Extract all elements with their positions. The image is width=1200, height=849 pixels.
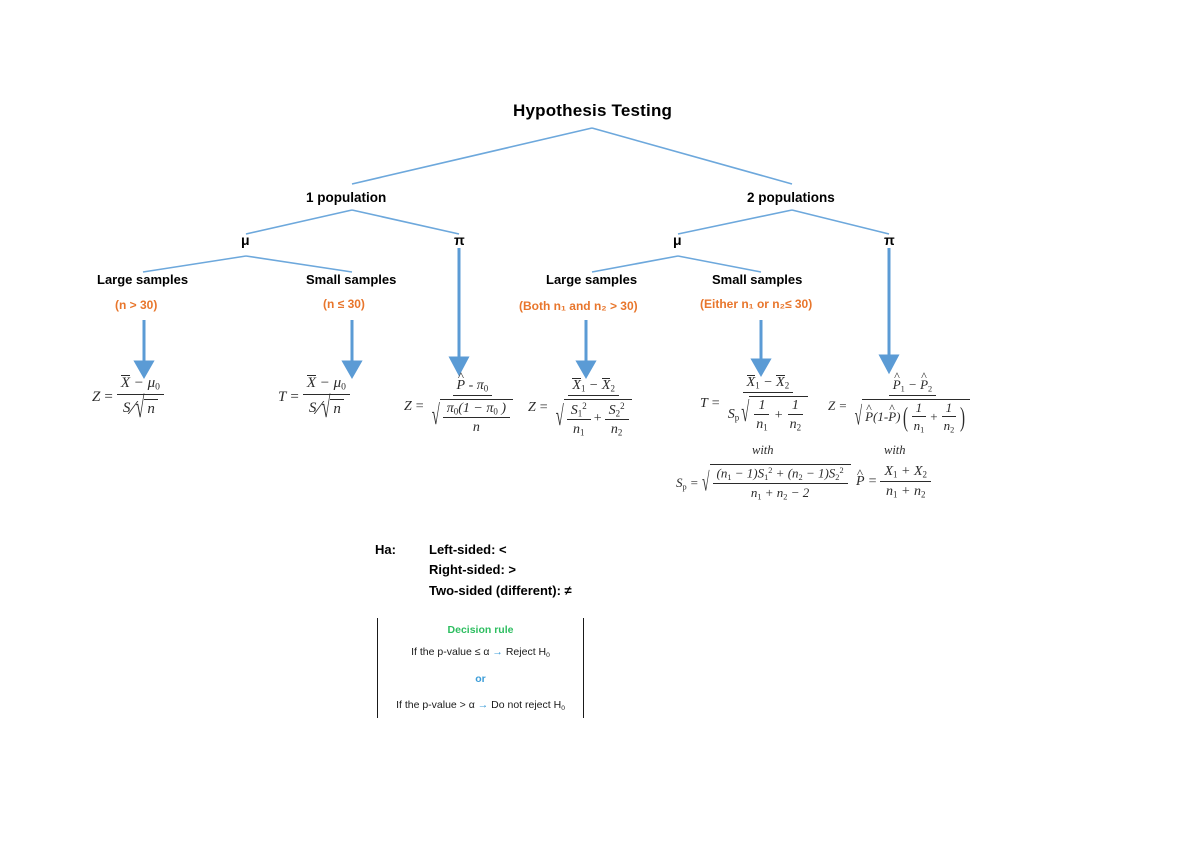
- with-label-pooled-proportion: with: [884, 443, 906, 457]
- ha-right-sided: Right-sided: >: [429, 562, 517, 577]
- condition-small-samples-one: (n ≤ 30): [323, 297, 365, 311]
- ha-two-sided: Two-sided (different): ≠: [429, 583, 572, 598]
- formula-pooled-proportion: P= X1 + X2 n1 + n2: [856, 464, 931, 499]
- node-pi-two-populations: π: [884, 232, 895, 248]
- node-small-samples-two: Small samples: [712, 272, 803, 287]
- arrow-right-icon-2: →: [477, 699, 489, 711]
- arrow-right-icon-1: →: [492, 646, 503, 658]
- decision-rule-title: Decision rule: [447, 624, 514, 636]
- formula-one-proportion: Z= P - π0 √ π0(1 − π0 ) n: [404, 378, 517, 436]
- condition-large-samples-one: (n > 30): [115, 298, 158, 312]
- decision-rule-row-reject: If the p-value ≤ α → Reject H0: [378, 646, 583, 659]
- diagram-title: Hypothesis Testing: [513, 101, 673, 120]
- node-large-samples-one: Large samples: [97, 272, 189, 287]
- node-pi-one-population: π: [454, 232, 465, 248]
- condition-large-samples-two: (Both n₁ and n₂ > 30): [519, 299, 638, 313]
- node-2-populations: 2 populations: [747, 190, 835, 205]
- decision-rule-if-1: If the p-value ≤ α: [411, 646, 490, 658]
- decision-rule-if-2: If the p-value > α: [396, 699, 475, 711]
- with-label-pooled-sd: with: [752, 443, 774, 457]
- node-mu-two-populations: μ: [673, 232, 682, 248]
- node-large-samples-two: Large samples: [546, 272, 638, 287]
- node-small-samples-one: Small samples: [306, 272, 397, 287]
- ha-left-sided: Left-sided: <: [429, 542, 507, 557]
- decision-rule-or: or: [475, 673, 486, 685]
- decision-rule-box: Decision rule If the p-value ≤ α → Rejec…: [377, 618, 584, 718]
- formula-two-proportions: Z= P1 − P2 √ P(1-P) ( 1n1 + 1n2 ): [828, 377, 974, 435]
- node-mu-one-population: μ: [241, 232, 250, 248]
- formula-pooled-sd: Sp= √ (n1 − 1)S12 + (n2 − 1)S22 n1 + n2 …: [676, 464, 851, 502]
- ha-label: Ha:: [375, 542, 396, 557]
- decision-rule-row-not-reject: If the p-value > α → Do not reject H0: [378, 699, 583, 712]
- node-1-population: 1 population: [306, 190, 387, 205]
- formula-one-mean-large: Z= X − μ0 S⁄√n: [92, 375, 164, 424]
- formula-one-mean-small: T= X − μ0 S⁄√n: [278, 375, 350, 424]
- decision-rule-then-1: Reject H0: [505, 646, 550, 659]
- decision-rule-then-2: Do not reject H0: [491, 699, 565, 712]
- condition-small-samples-two: (Either n₁ or n₂≤ 30): [700, 297, 813, 311]
